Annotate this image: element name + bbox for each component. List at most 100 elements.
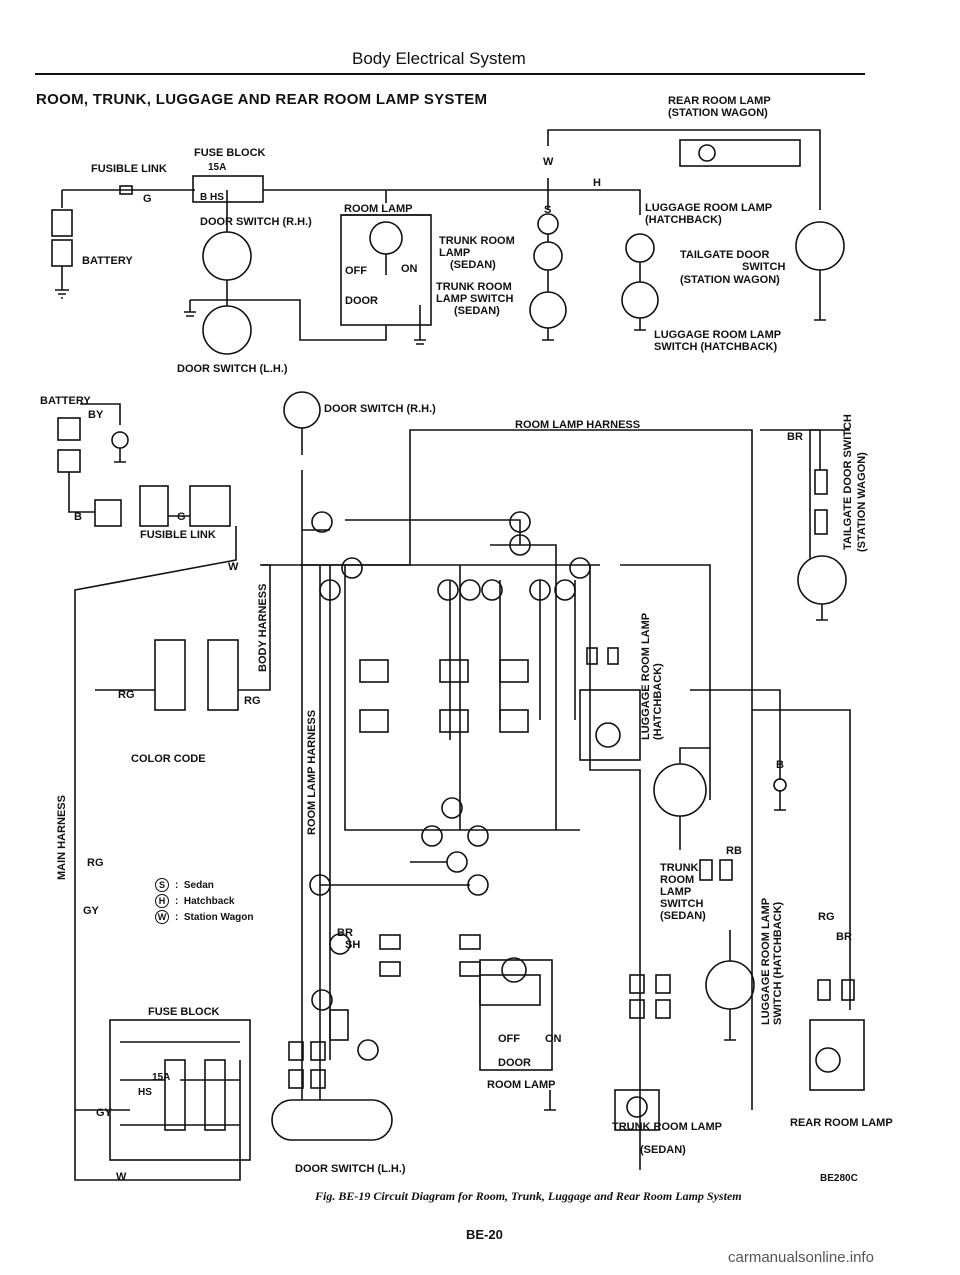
- wiring-rg-right-label: RG: [244, 695, 261, 707]
- door-switch-lh-lower-icon: [271, 1099, 393, 1141]
- wiring-w-lower-label: W: [116, 1171, 127, 1183]
- tailgate-door-label: TAILGATE DOOR: [680, 249, 770, 261]
- trunk-room-lamp-switch-icon: [529, 291, 567, 329]
- legend-hatchback-symbol: H: [155, 894, 169, 908]
- wiring-b-label: B: [74, 511, 82, 523]
- wiring-on-label: ON: [545, 1033, 562, 1045]
- g-label: G: [143, 193, 152, 205]
- rear-room-lamp-lower-box: [809, 1019, 865, 1091]
- legend-sedan: S: Sedan: [155, 878, 214, 892]
- figure-code: BE280C: [820, 1173, 858, 1184]
- door-switch-rh-icon: [202, 231, 252, 281]
- luggage-hatchback-label: (HATCHBACK): [645, 214, 722, 226]
- connector-icon: [154, 639, 186, 711]
- tailgate-station-wagon-vertical-label: (STATION WAGON): [856, 452, 868, 552]
- figure-caption: Fig. BE-19 Circuit Diagram for Room, Tru…: [315, 1189, 742, 1203]
- connector-icon: [207, 639, 239, 711]
- legend-station-wagon-text: Station Wagon: [183, 912, 254, 923]
- room-lamp-label: ROOM LAMP: [344, 203, 413, 215]
- door-switch-lh-label: DOOR SWITCH (L.H.): [177, 363, 288, 375]
- wiring-g-label: G: [177, 511, 186, 523]
- tailgate-door-switch-icon: [795, 221, 845, 271]
- off-label: OFF: [345, 265, 367, 277]
- room-lamp-harness-label: ROOM LAMP HARNESS: [515, 419, 641, 431]
- fuse-block-label: FUSE BLOCK: [194, 147, 266, 159]
- on-label: ON: [401, 263, 418, 275]
- h-node-label: H: [593, 177, 601, 189]
- trunk-room-lamp-lower-box: [614, 1089, 660, 1131]
- room-lamp-harness-vertical-label: ROOM LAMP HARNESS: [306, 709, 318, 835]
- luggage-room-lamp-switch-icon: [621, 281, 659, 319]
- room-lamp-bulb-icon: [369, 221, 403, 255]
- wiring-hs-label: HS: [138, 1087, 152, 1098]
- rear-room-lamp-sub-label: (STATION WAGON): [668, 107, 768, 119]
- wiring-door-switch-rh-label: DOOR SWITCH (R.H.): [324, 403, 436, 415]
- trunk-room-lamp-label: TRUNK ROOM: [439, 235, 515, 247]
- luggage-lamp-switch-label: LUGGAGE ROOM LAMP SWITCH (HATCHBACK): [760, 898, 784, 1025]
- battery-label: BATTERY: [82, 255, 133, 267]
- fusible-link-wire: [61, 189, 195, 208]
- wiring-room-lamp-label: ROOM LAMP: [487, 1079, 556, 1091]
- luggage-room-lamp-switch-label: LUGGAGE ROOM LAMP: [654, 329, 782, 341]
- rear-room-lamp-switch-box: [679, 139, 801, 167]
- wiring-rg-main-label: RG: [87, 857, 104, 869]
- by-label: BY: [88, 409, 104, 421]
- luggage-room-lamp-wiring-box: [579, 689, 641, 761]
- legend-hatchback: H: Hatchback: [155, 894, 234, 908]
- b-hs-label: B HS: [200, 192, 224, 203]
- trunk-room-lamp-lamp-label: LAMP: [439, 247, 471, 259]
- legend-sedan-symbol: S: [155, 878, 169, 892]
- tailgate-door-switch-label: TAILGATE DOOR SWITCH: [842, 414, 854, 550]
- wiring-trunk-lamp-switch-label: TRUNK ROOM LAMP SWITCH (SEDAN): [660, 862, 706, 922]
- fusible-link-icon: [119, 185, 133, 195]
- tailgate-connector-icon: [814, 469, 828, 495]
- luggage-room-lamp-icon: [625, 233, 655, 263]
- page-number: BE-20: [466, 1227, 503, 1242]
- wiring-br-right-lower-label: BR: [836, 931, 852, 943]
- wiring-br-lower-label: BR: [337, 927, 353, 939]
- wiring-fusible-link-label: FUSIBLE LINK: [140, 529, 216, 541]
- rear-room-lamp-label: REAR ROOM LAMP: [668, 95, 771, 107]
- rear-room-lamp-icon: [698, 144, 716, 162]
- page-title: ROOM, TRUNK, LUGGAGE AND REAR ROOM LAMP …: [36, 91, 488, 108]
- luggage-room-lamp-switch-lower-icon: [705, 960, 755, 1010]
- trunk-room-lamp-icon: [533, 241, 563, 271]
- color-code-label: COLOR CODE: [131, 753, 206, 765]
- door-label: DOOR: [345, 295, 378, 307]
- room-lamp-harness-wire: [260, 429, 753, 1110]
- door-switch-lh-icon: [202, 305, 252, 355]
- fuse-icon: [192, 175, 264, 203]
- wiring-sh-label: SH: [345, 939, 361, 951]
- door-switch-rh-label: DOOR SWITCH (R.H.): [200, 216, 312, 228]
- wiring-br-label: BR: [787, 431, 803, 443]
- tailgate-door-switch-lower-icon: [797, 555, 847, 605]
- trunk-lamp-switch-sedan-label: (SEDAN): [454, 305, 500, 317]
- luggage-room-lamp-label: LUGGAGE ROOM LAMP: [645, 202, 773, 214]
- wiring-b-right-label: B: [776, 759, 784, 771]
- wiring-rg-left-label: RG: [118, 689, 135, 701]
- fuse-block-lower-icon: [109, 1019, 251, 1161]
- wiring-trunk-sedan-label: (SEDAN): [640, 1144, 686, 1156]
- legend-hatchback-text: Hatchback: [183, 896, 235, 907]
- tailgate-switch-label: SWITCH: [742, 261, 786, 273]
- wiring-battery-minus-icon: [57, 417, 81, 441]
- body-harness-label: BODY HARNESS: [257, 583, 269, 672]
- wiring-gy-lower-label: GY: [96, 1107, 112, 1119]
- main-harness-label: MAIN HARNESS: [56, 795, 68, 880]
- top-bus-wire: [263, 178, 549, 191]
- fusible-link-label: FUSIBLE LINK: [91, 163, 167, 175]
- wiring-15a-label: 15A: [152, 1072, 171, 1083]
- wiring-gy-label: GY: [83, 905, 99, 917]
- wiring-rb-label: RB: [726, 845, 742, 857]
- wiring-fuse-block-label: FUSE BLOCK: [148, 1006, 220, 1018]
- legend-sedan-text: Sedan: [183, 880, 214, 891]
- section-header: Body Electrical System: [352, 49, 526, 68]
- wiring-trunk-room-lamp-label: TRUNK ROOM LAMP: [612, 1121, 722, 1133]
- wiring-door-switch-lh-label: DOOR SWITCH (L.H.): [295, 1163, 406, 1175]
- luggage-lamp-hatchback-label: LUGGAGE ROOM LAMP (HATCHBACK): [640, 613, 664, 740]
- wiring-rear-room-lamp-label: REAR ROOM LAMP: [790, 1117, 893, 1129]
- wiring-w-label: W: [228, 561, 239, 573]
- fusible-link-connector-icon: [94, 499, 122, 527]
- battery-minus-icon: [51, 239, 73, 267]
